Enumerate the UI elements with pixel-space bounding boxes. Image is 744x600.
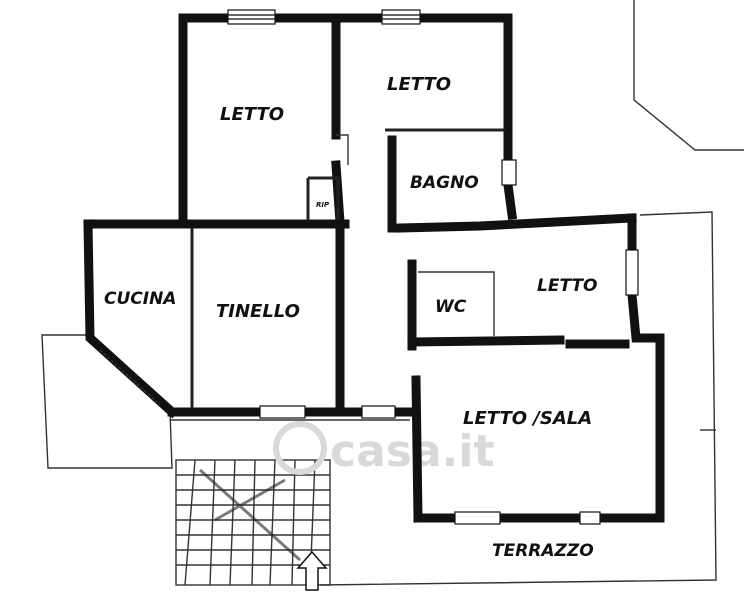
arrow-up-icon [296, 550, 328, 591]
property-boundaries [41, 0, 744, 586]
watermark-text: casa.it [330, 426, 494, 477]
windows [99, 9, 639, 525]
room-label-letto-sala: LETTO /SALA [463, 408, 592, 429]
room-label-tinello: TINELLO [216, 301, 300, 322]
walls [83, 13, 665, 523]
room-label-letto-n: LETTO [387, 74, 451, 95]
room-label-letto-nw: LETTO [220, 104, 284, 125]
room-label-wc: WC [435, 297, 467, 317]
room-label-letto-e: LETTO [537, 276, 597, 296]
room-label-rip: RIP [316, 201, 330, 209]
room-label-bagno: BAGNO [410, 173, 479, 193]
room-label-terrazzo: TERRAZZO [492, 541, 594, 561]
staircase [175, 459, 331, 586]
watermark: casa.it [273, 421, 494, 477]
room-label-cucina: CUCINA [104, 289, 176, 309]
